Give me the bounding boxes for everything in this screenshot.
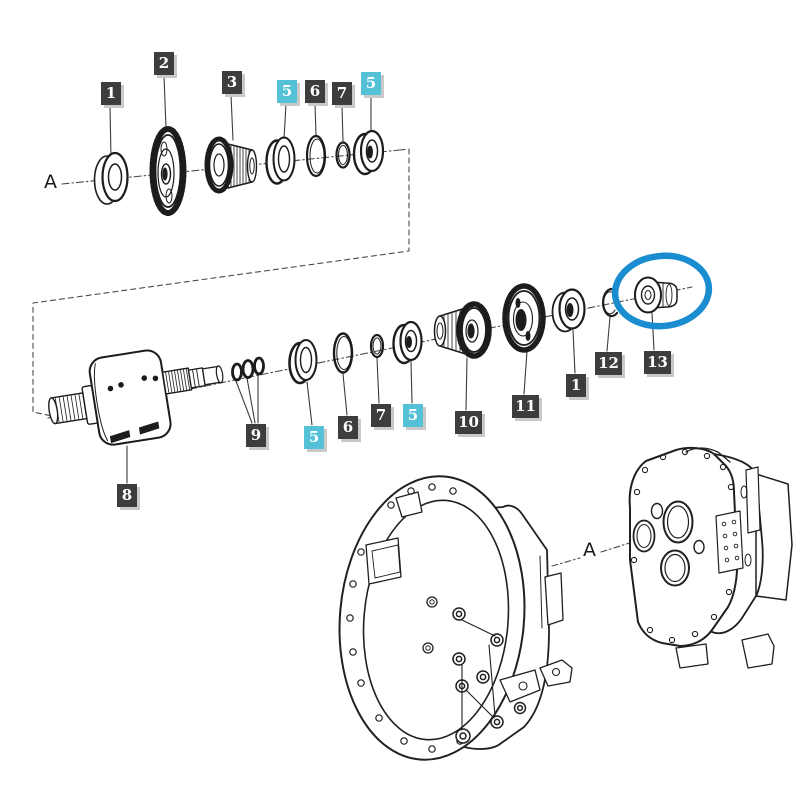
part-label-12[interactable]: 12	[595, 352, 622, 375]
gear-part-10	[433, 301, 492, 359]
gearbox-housing	[338, 475, 573, 761]
part-label-5-mid-a[interactable]: 5	[304, 426, 324, 449]
part-label-5-top-a[interactable]: 5	[277, 80, 297, 103]
part-label-9[interactable]: 9	[246, 424, 266, 447]
part-label-5-top-b[interactable]: 5	[361, 72, 381, 95]
ring-part-6-mid	[332, 332, 354, 374]
bearing-part-5-mid	[392, 320, 423, 365]
bearing-part-5-top	[352, 129, 385, 176]
gear-part-2	[149, 126, 187, 216]
part-label-5-mid-b[interactable]: 5	[403, 404, 423, 427]
part-label-3[interactable]: 3	[222, 71, 242, 94]
ring-part-6-top	[305, 134, 327, 178]
part-label-1-mid[interactable]: 1	[566, 374, 586, 397]
part-label-10[interactable]: 10	[455, 411, 482, 434]
plug-part-13	[634, 276, 678, 314]
axis-letter-a-bottom: A	[583, 539, 596, 561]
part-label-2[interactable]: 2	[154, 52, 174, 75]
bearing-part-1-top	[93, 151, 129, 205]
highlight-ellipse[interactable]	[611, 251, 713, 330]
part-label-11[interactable]: 11	[512, 395, 539, 418]
snap-ring-part-12	[602, 288, 619, 318]
rear-cover-plate	[628, 446, 793, 669]
part-label-6-top[interactable]: 6	[305, 80, 325, 103]
part-label-8[interactable]: 8	[117, 484, 137, 507]
gear-part-11	[502, 283, 546, 353]
leader-lines	[109, 75, 655, 484]
oring-set-part-9	[231, 356, 265, 382]
part-label-6-mid[interactable]: 6	[338, 416, 358, 439]
gear-bearing-part-3	[204, 136, 258, 194]
bearing-part-1-mid	[551, 288, 586, 333]
axis-letter-a-top: A	[44, 171, 57, 193]
part-label-1-top[interactable]: 1	[101, 82, 121, 105]
part-label-7-mid[interactable]: 7	[371, 404, 391, 427]
part-label-13[interactable]: 13	[644, 351, 671, 374]
seal-part-5-mid	[288, 339, 318, 385]
part-label-7-top[interactable]: 7	[332, 82, 352, 105]
seal-part-5-top	[265, 136, 296, 185]
shift-shaft-part-8	[48, 349, 224, 446]
ring-part-7-mid	[369, 333, 385, 359]
ring-part-7-top	[335, 141, 351, 169]
